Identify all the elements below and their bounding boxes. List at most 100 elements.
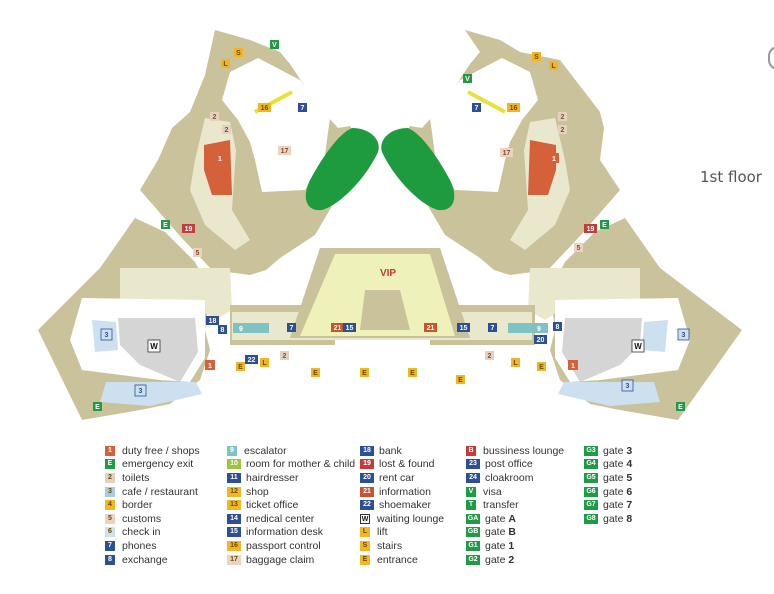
duty-free-badge: 1 xyxy=(208,363,212,370)
lift-badge: L xyxy=(223,61,228,68)
waiting-lounge-badge: W xyxy=(150,342,158,351)
legend-label: gate B xyxy=(485,526,516,539)
phones-badge: 7 xyxy=(290,325,294,332)
entrance-badge: E xyxy=(362,370,367,377)
legend-label: information desk xyxy=(246,526,324,539)
legend-item: GB gate B xyxy=(466,526,564,540)
legend-label: border xyxy=(122,499,153,512)
phones-badge: 7 xyxy=(301,105,305,112)
legend-label: gate 3 xyxy=(603,444,633,457)
stairs-badge: S xyxy=(534,54,539,61)
escalator-badge: 9 xyxy=(537,326,541,333)
legend-swatch: 19 xyxy=(360,459,374,470)
legend-swatch: 2 xyxy=(105,472,115,483)
legend-swatch: V xyxy=(466,486,476,497)
legend-swatch: 16 xyxy=(227,540,241,551)
legend-label: toilets xyxy=(122,471,150,484)
lift-badge: L xyxy=(551,63,556,70)
legend-label: passport control xyxy=(246,539,321,552)
legend-label: lost & found xyxy=(379,458,435,471)
legend-swatch: 8 xyxy=(105,554,115,565)
legend-label: room for mother & child xyxy=(246,458,356,471)
right-wing xyxy=(390,30,742,420)
legend-swatch: 15 xyxy=(227,527,241,538)
legend-label: gate 8 xyxy=(603,512,633,525)
legend-label: check in xyxy=(122,526,161,539)
garden-right xyxy=(381,128,455,211)
entrance-badge: E xyxy=(410,370,415,377)
legend-item: 2 toilets xyxy=(105,471,200,485)
entrance-badge: E xyxy=(238,364,243,371)
legend-swatch: GB xyxy=(466,527,480,538)
customs-badge: 5 xyxy=(577,245,581,252)
toilets-badge: 2 xyxy=(561,114,565,121)
legend-label: post office xyxy=(485,458,533,471)
legend-swatch: 5 xyxy=(105,513,115,524)
toilets-badge: 2 xyxy=(283,353,287,360)
toilets-badge: 2 xyxy=(213,114,217,121)
exit-badge: E xyxy=(678,404,683,411)
legend-swatch: GA xyxy=(466,513,480,524)
legend-swatch: T xyxy=(466,500,476,511)
exit-badge: E xyxy=(163,222,168,229)
passport-control-badge: 16 xyxy=(261,105,269,112)
legend-label: gate 1 xyxy=(485,539,515,552)
legend-swatch: 3 xyxy=(105,486,115,497)
legend-swatch: 17 xyxy=(227,554,241,565)
legend-label: gate 2 xyxy=(485,553,515,566)
exit-badge: E xyxy=(95,404,100,411)
phones-badge: 7 xyxy=(491,325,495,332)
information-badge: 21 xyxy=(334,325,342,332)
legend-swatch: 22 xyxy=(360,500,374,511)
cafe-badge: 3 xyxy=(139,388,143,395)
exit-badge: E xyxy=(602,222,607,229)
cafe-badge: 3 xyxy=(682,332,686,339)
legend-item: 15 information desk xyxy=(227,526,355,540)
cafe-badge: 3 xyxy=(626,383,630,390)
legend-swatch: 23 xyxy=(466,459,480,470)
baggage-claim-badge: 17 xyxy=(503,150,511,157)
legend-swatch: E xyxy=(360,554,370,565)
duty-free-badge: 1 xyxy=(552,156,556,163)
legend-swatch: 10 xyxy=(227,459,241,470)
legend-label: lift xyxy=(377,526,388,539)
legend-label: ticket office xyxy=(246,499,299,512)
legend-label: stairs xyxy=(377,539,403,552)
legend-label: transfer xyxy=(483,499,519,512)
toilets-badge: 2 xyxy=(488,353,492,360)
exchange-badge: 8 xyxy=(556,324,560,331)
legend-swatch: 11 xyxy=(227,472,241,483)
lift-badge: L xyxy=(513,360,518,367)
legend-label: bussiness lounge xyxy=(483,444,565,457)
legend-swatch: B xyxy=(466,445,476,456)
lift-badge: L xyxy=(262,360,267,367)
legend-label: gate 7 xyxy=(603,499,633,512)
legend-label: gate 5 xyxy=(603,471,633,484)
legend-label: rent car xyxy=(379,471,415,484)
escalator-badge: 9 xyxy=(239,326,243,333)
legend-label: visa xyxy=(483,485,502,498)
legend-swatch: 21 xyxy=(360,486,374,497)
legend-label: cloakroom xyxy=(485,471,534,484)
